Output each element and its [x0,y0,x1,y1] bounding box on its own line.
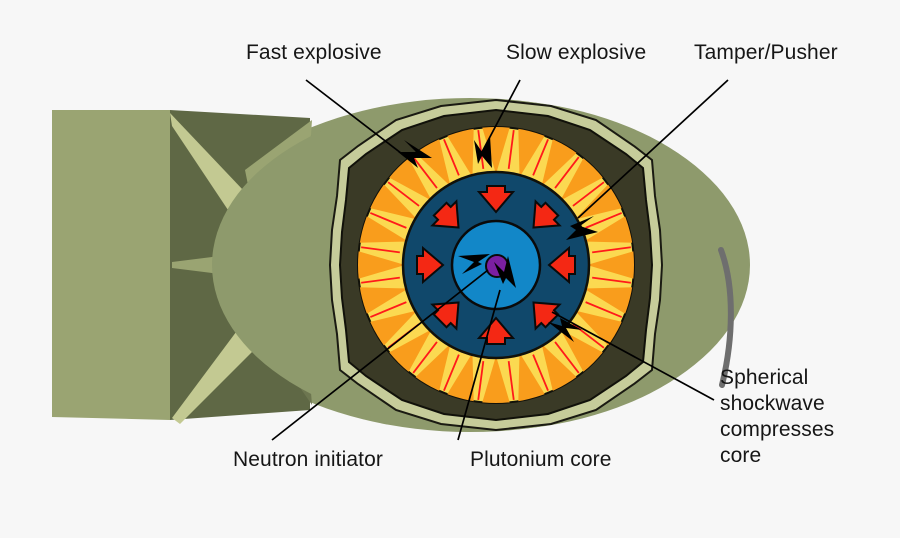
compression-arrow [416,245,445,285]
detonator-line [477,130,485,169]
compression-arrow [532,199,562,229]
arrowhead-slow-explosive [474,136,492,168]
detonator-line [361,246,400,254]
slow-explosive-wedge [518,127,547,178]
leader-shockwave [551,311,715,401]
detonator-line [370,301,407,318]
detonator-line [554,341,580,374]
detonator-line [572,181,605,207]
slow-explosive-wedge [587,250,634,280]
detonator-line [443,354,460,391]
slow-explosive-wedge [445,352,474,403]
label-spherical-shockwave: Spherical shockwave compresses core [720,366,835,467]
compression-arrow [476,185,516,214]
arrowhead-neutron-initiator [458,254,490,274]
slow-explosive-wedge [481,127,511,174]
label-plutonium-core: Plutonium core [470,448,612,471]
shockwave-arc [718,247,734,388]
slow-explosive-wedge [583,214,634,243]
leader-plutonium-core [457,289,501,441]
slow-explosive-wedge [445,127,474,178]
label-fast-explosive: Fast explosive [246,41,382,64]
leader-fast-explosive [305,79,411,161]
detonator-line [361,276,400,284]
detonator-line [387,181,420,207]
detonator-line [585,301,622,318]
slow-explosive-wedge [358,287,409,316]
arrowhead-fast-explosive [398,140,432,168]
detonator-line [554,156,580,189]
arrowhead-plutonium-core [494,256,516,288]
slow-explosive-wedge [481,356,511,403]
detonator-line [412,156,438,189]
compression-arrow [547,245,576,285]
detonator-line [592,246,631,254]
detonator-line [412,341,438,374]
compression-arrow [532,301,562,331]
slow-explosive-wedge [358,214,409,243]
tail-box-face [52,110,170,420]
leader-arrowheads [398,136,598,342]
tail-fin-lower-light [172,320,266,424]
label-neutron-initiator: Neutron initiator [233,448,383,471]
label-slow-explosive: Slow explosive [506,41,647,64]
arrowhead-tamper-pusher [566,216,598,240]
leader-tamper-pusher [577,79,729,219]
compression-arrow [430,199,460,229]
leader-lines [271,79,729,441]
detonator-line [592,276,631,284]
detonator-line [370,212,407,229]
detonator-line [532,354,549,391]
detonator-line [507,361,515,400]
detonator-line [532,139,549,176]
slow-explosive-wedge [518,352,547,403]
leader-neutron-initiator [271,269,489,441]
slow-explosive-wedge [583,287,634,316]
detonator-line [507,130,515,169]
detonator-line [443,139,460,176]
slow-explosive-wedge [358,250,405,280]
detonator-line [585,212,622,229]
label-tamper-pusher: Tamper/Pusher [694,41,838,64]
arrowhead-shockwave [548,318,582,342]
detonator-line [477,361,485,400]
